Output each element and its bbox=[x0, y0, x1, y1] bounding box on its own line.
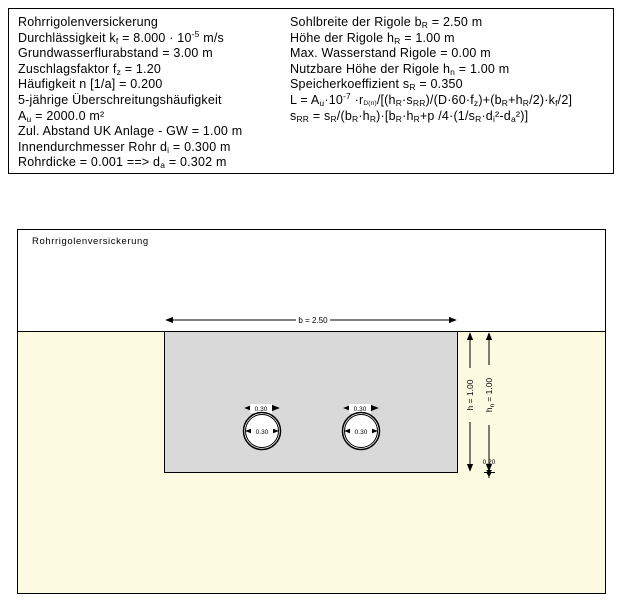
param-inner-diameter: Innendurchmesser Rohr di = 0.300 m bbox=[18, 139, 231, 155]
param-trench-height: Höhe der Rigole hR = 1.00 m bbox=[290, 30, 455, 46]
param-surcharge-factor: Zuschlagsfaktor fz = 1.20 bbox=[18, 61, 162, 77]
gap-label: 0.20 bbox=[483, 459, 496, 466]
param-exceedance: 5-jährige Überschreitungshäufigkeit bbox=[18, 92, 222, 107]
diagram-title: Rohrrigolenversickerung bbox=[32, 236, 149, 247]
pipe1-inner-label: 0.30 bbox=[256, 429, 269, 436]
param-allowed-distance: Zul. Abstand UK Anlage - GW = 1.00 m bbox=[18, 124, 243, 139]
pipe1-top-label-bg bbox=[250, 404, 272, 413]
width-label-bg bbox=[296, 314, 330, 325]
usable-height-label-bg bbox=[484, 365, 494, 425]
pipe1-top-label: 0.30 bbox=[255, 406, 268, 413]
param-frequency: Häufigkeit n [1/a] = 0.200 bbox=[18, 77, 163, 92]
param-pipe-thickness: Rohrdicke = 0.001 ==> da = 0.302 m bbox=[18, 155, 227, 171]
formula-storage-rr: sRR = sR/(bR·hR)·[bR·hR+p /4·(1/sR·di²-d… bbox=[290, 108, 529, 124]
gap-arrow-bottom bbox=[486, 472, 492, 477]
usable-height-label: hn = 1.00 bbox=[484, 378, 496, 413]
param-trench-width: Sohlbreite der Rigole bR = 2.50 m bbox=[290, 15, 483, 30]
parameter-box: Rohrrigolenversickerung Durchlässigkeit … bbox=[8, 8, 614, 174]
width-label: b = 2.50 bbox=[298, 316, 328, 325]
parameter-column-right: Sohlbreite der Rigole bR = 2.50 m Höhe d… bbox=[290, 15, 572, 124]
pipe2-top-label-bg bbox=[349, 404, 371, 413]
param-usable-height: Nutzbare Höhe der Rigole hn = 1.00 m bbox=[290, 61, 510, 77]
param-storage-coefficient: Speicherkoeffizient sR = 0.350 bbox=[290, 77, 463, 93]
pipe2-inner-label: 0.30 bbox=[355, 429, 368, 436]
pipe2-inner-label-bg bbox=[350, 427, 372, 436]
height-label-bg bbox=[465, 368, 475, 422]
trench-body bbox=[164, 331, 458, 473]
parameter-column-left: Rohrrigolenversickerung Durchlässigkeit … bbox=[18, 15, 242, 171]
pipe2-top-label: 0.30 bbox=[354, 406, 367, 413]
param-area: Au = 2000.0 m² bbox=[18, 108, 105, 124]
param-groundwater-distance: Grundwasserflurabstand = 3.00 m bbox=[18, 46, 213, 61]
height-label: h = 1.00 bbox=[465, 379, 475, 410]
param-max-water-level: Max. Wasserstand Rigole = 0.00 m bbox=[290, 46, 491, 61]
pipe1-inner-label-bg bbox=[251, 427, 273, 436]
param-title: Rohrrigolenversickerung bbox=[18, 15, 159, 29]
formula-length: L = Au·10-7 ·rD(n)/[(hR·sRR)/(D·60·fz)+(… bbox=[290, 90, 573, 108]
param-permeability: Durchlässigkeit kf = 8.000 · 10-5 m/s bbox=[18, 28, 224, 46]
